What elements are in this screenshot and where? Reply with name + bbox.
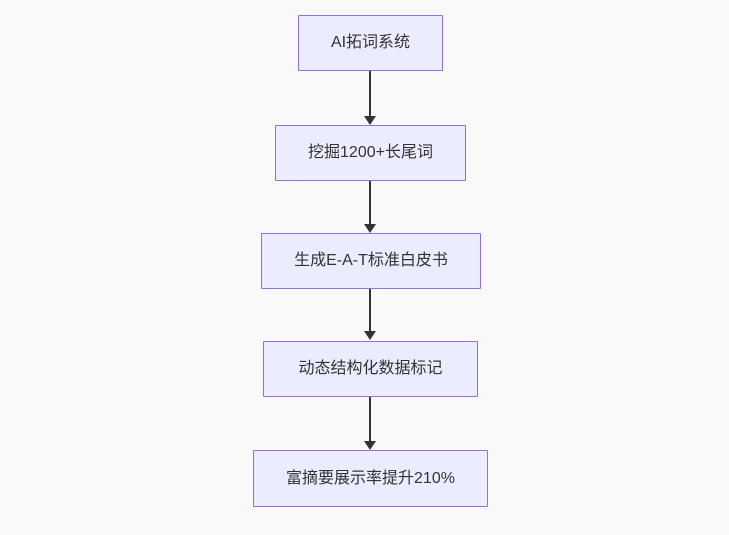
arrow-down-icon	[364, 331, 376, 340]
node-label: AI拓词系统	[330, 34, 411, 51]
arrow-down-icon	[364, 224, 376, 233]
arrow-down-icon	[364, 116, 376, 125]
edge-connector-line	[369, 397, 371, 441]
node-label: 富摘要展示率提升210%	[286, 469, 455, 487]
edge-connector-line	[369, 289, 371, 331]
node-label: 动态结构化数据标记	[298, 360, 443, 377]
flowchart-node-ai-keyword-system: AI拓词系统	[298, 15, 443, 71]
node-label: 挖掘1200+长尾词	[308, 144, 433, 161]
flowchart-node-rich-snippet-rate: 富摘要展示率提升210%	[253, 450, 488, 507]
flowchart-node-longtail-mining: 挖掘1200+长尾词	[275, 125, 466, 181]
flowchart-node-eat-whitepaper: 生成E-A-T标准白皮书	[261, 233, 481, 289]
edge-connector-line	[369, 181, 371, 224]
edge-connector-line	[369, 71, 371, 116]
arrow-down-icon	[364, 441, 376, 450]
flowchart-node-structured-data-markup: 动态结构化数据标记	[263, 341, 478, 397]
node-label: 生成E-A-T标准白皮书	[294, 252, 448, 269]
